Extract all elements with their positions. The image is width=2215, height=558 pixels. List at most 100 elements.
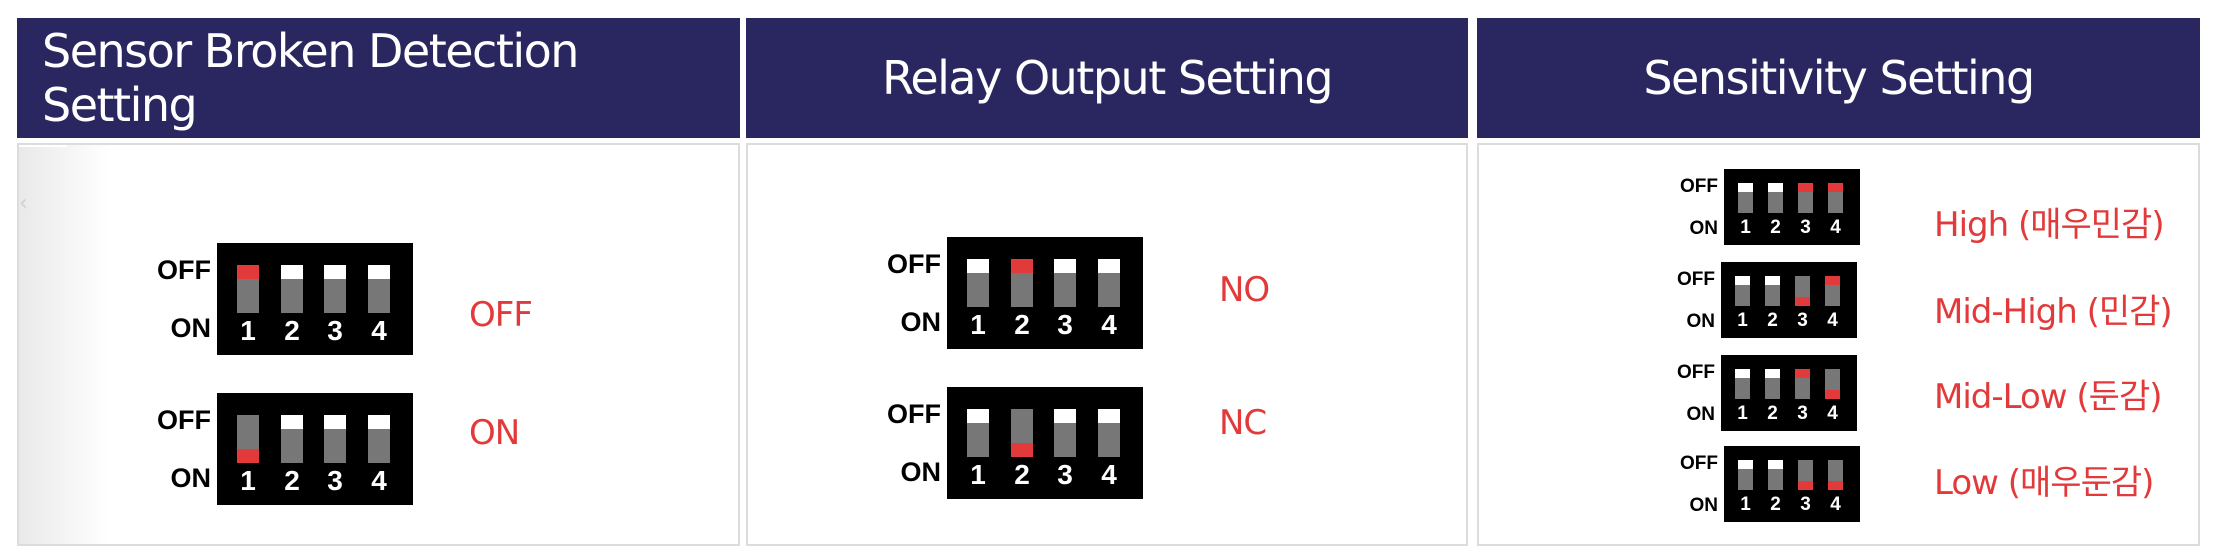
dip-switch-3 [1795,276,1810,306]
on-label: ON [170,463,212,493]
switch-number: 2 [1767,403,1778,424]
dip-switch-4 [368,415,390,463]
switch-actuator-highlighted [1825,276,1840,285]
setting-state-label: Low (매우둔감) [1934,463,2154,503]
switch-actuator [1738,460,1753,469]
off-label: OFF [1680,453,1718,474]
switch-number: 4 [1827,403,1838,424]
dip-switch-3 [1054,259,1076,307]
switch-actuator [1098,409,1120,423]
switch-actuator [1765,276,1780,285]
dip-switch-3 [1054,409,1076,457]
switch-number: 2 [1767,310,1778,331]
switch-actuator [1735,369,1750,378]
switch-number: 1 [240,465,256,496]
switch-number: 4 [1101,459,1117,490]
dip-switch-2 [1765,369,1780,399]
switch-actuator-highlighted [237,449,259,463]
dip-switch-3 [324,415,346,463]
off-label: OFF [157,255,211,285]
panel-title: Relay Output Setting [746,18,1468,138]
switch-number: 4 [1830,494,1841,515]
switch-actuator-highlighted [1795,369,1810,378]
switch-number: 3 [1057,459,1073,490]
switch-actuator [967,259,989,273]
dip-switch-4 [1825,276,1840,306]
setting-state-label: ON [469,413,520,453]
panel-title: Sensor Broken Detection Setting [17,18,740,138]
off-label: OFF [887,249,941,279]
switch-actuator [1098,259,1120,273]
switch-number: 4 [371,315,387,346]
setting-state-label: Mid-Low (둔감) [1934,377,2162,417]
switch-number: 3 [1057,309,1073,340]
dip-switch-2 [281,265,303,313]
switch-actuator [324,415,346,429]
dip-switch-3 [324,265,346,313]
switch-actuator [281,415,303,429]
on-label: ON [1689,495,1719,516]
switch-number: 2 [284,465,300,496]
switch-actuator-highlighted [1798,481,1813,490]
dip-switch-4 [1828,183,1843,213]
dip-switch-4 [1825,369,1840,399]
dip-switch-1 [1738,460,1753,490]
on-label: ON [900,307,942,337]
switch-actuator [1054,409,1076,423]
setting-state-label: OFF [469,295,533,335]
switch-number: 4 [371,465,387,496]
switch-number: 3 [327,315,343,346]
switch-actuator [368,265,390,279]
switch-actuator [1768,460,1783,469]
off-label: OFF [157,405,211,435]
switch-number: 2 [1770,217,1781,238]
on-label: ON [1686,311,1716,332]
switch-number: 1 [1740,217,1751,238]
switch-number: 2 [1014,459,1030,490]
dip-switch-3 [1798,460,1813,490]
off-label: OFF [1680,176,1718,197]
switch-actuator-highlighted [1011,259,1033,273]
switch-actuator [324,265,346,279]
switch-actuator [368,415,390,429]
on-label: ON [1686,404,1716,425]
switch-number: 3 [1800,494,1811,515]
switch-actuator [1765,369,1780,378]
setting-state-label: NC [1219,403,1267,443]
switch-number: 1 [970,309,986,340]
switch-number: 1 [1737,403,1748,424]
switch-number: 2 [1014,309,1030,340]
switch-number: 1 [970,459,986,490]
switch-number: 3 [1797,403,1808,424]
dip-switch-2 [1768,460,1783,490]
on-label: ON [900,457,942,487]
off-label: OFF [1677,269,1715,290]
dip-switch-1 [967,409,989,457]
switch-actuator-highlighted [1825,390,1840,399]
dip-switch-3 [1795,369,1810,399]
dip-switch-1 [1735,276,1750,306]
dip-switch-1 [1738,183,1753,213]
switch-actuator-highlighted [1795,297,1810,306]
on-label: ON [1689,218,1719,239]
switch-number: 1 [240,315,256,346]
dip-switch-3 [1798,183,1813,213]
switch-number: 2 [1770,494,1781,515]
chevron-left-icon: ‹ [19,191,28,216]
dip-switch-2 [1765,276,1780,306]
switch-number: 1 [1737,310,1748,331]
dip-switch-1 [237,415,259,463]
switch-number: 3 [327,465,343,496]
switch-actuator [1735,276,1750,285]
